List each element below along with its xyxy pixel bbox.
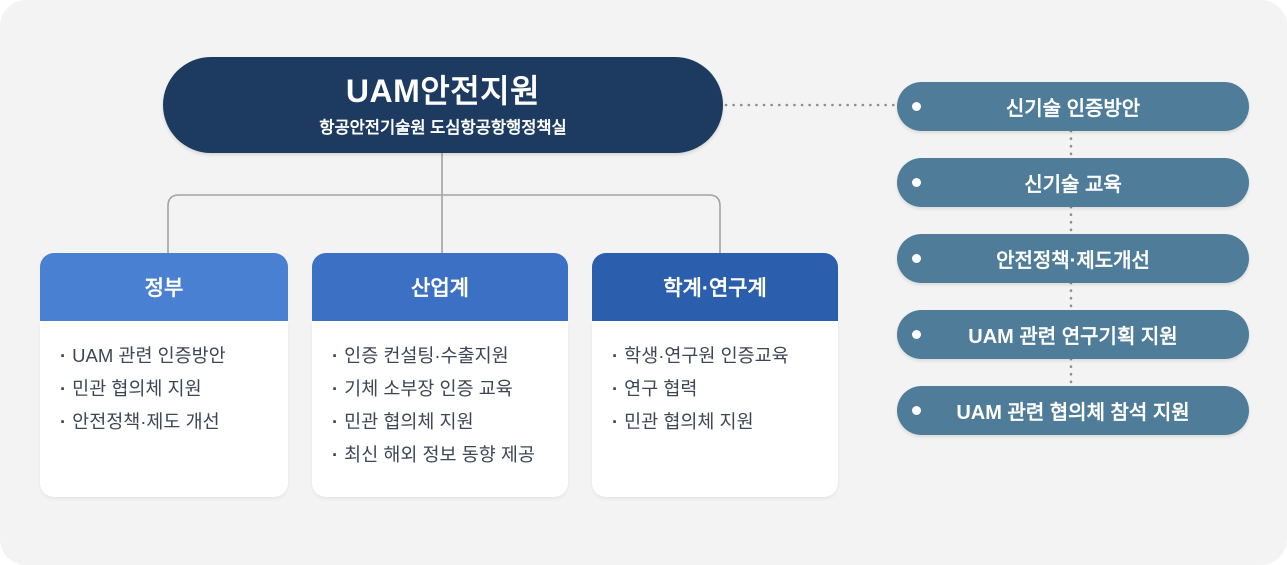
list-item: ·안전정책·제도 개선 [60, 405, 288, 438]
bullet-icon: · [612, 378, 619, 399]
group-list-government: ·UAM 관련 인증방안 ·민관 협의체 지원 ·안전정책·제도 개선 [60, 339, 288, 438]
group-card-industry: 산업계 ·인증 컨설팅·수출지원 ·기체 소부장 인증 교육 ·민관 협의체 지… [312, 253, 568, 497]
group-header-government: 정부 [40, 253, 288, 321]
list-item-text: 민관 협의체 지원 [624, 411, 754, 432]
group-body-industry: ·인증 컨설팅·수출지원 ·기체 소부장 인증 교육 ·민관 협의체 지원 ·최… [312, 321, 568, 497]
support-pill-new-tech-education: 신기술 교육 [897, 158, 1249, 207]
list-item-text: UAM 관련 인증방안 [72, 345, 226, 366]
support-pill-research-planning: UAM 관련 연구기획 지원 [897, 310, 1249, 359]
support-pill-label: 신기술 인증방안 [1005, 98, 1141, 120]
group-header-academia: 학계·연구계 [592, 253, 838, 321]
list-item: ·인증 컨설팅·수출지원 [332, 339, 568, 372]
list-item: ·연구 협력 [612, 372, 838, 405]
root-node-title: UAM안전지원 [345, 72, 541, 109]
support-pill-label: UAM 관련 협의체 참석 지원 [956, 402, 1190, 424]
list-item-text: 연구 협력 [624, 378, 698, 399]
list-item-text: 학생·연구원 인증교육 [624, 345, 789, 366]
list-item-text: 기체 소부장 인증 교육 [344, 378, 513, 399]
support-pill-council-participation: UAM 관련 협의체 참석 지원 [897, 386, 1249, 435]
group-card-government: 정부 ·UAM 관련 인증방안 ·민관 협의체 지원 ·안전정책·제도 개선 [40, 253, 288, 497]
group-header-industry: 산업계 [312, 253, 568, 321]
list-item-text: 민관 협의체 지원 [72, 378, 202, 399]
group-card-academia: 학계·연구계 ·학생·연구원 인증교육 ·연구 협력 ·민관 협의체 지원 [592, 253, 838, 497]
bullet-icon: · [60, 345, 67, 366]
root-node-subtitle: 항공안전기술원 도심항공항행정책실 [319, 118, 567, 137]
list-item: ·민관 협의체 지원 [612, 405, 838, 438]
bullet-dot-icon [912, 254, 921, 263]
list-item: ·기체 소부장 인증 교육 [332, 372, 568, 405]
list-item: ·UAM 관련 인증방안 [60, 339, 288, 372]
tree-line-branches [167, 194, 721, 253]
bullet-icon: · [612, 345, 619, 366]
bullet-icon: · [60, 411, 67, 432]
bullet-dot-icon [912, 406, 921, 415]
bullet-icon: · [60, 378, 67, 399]
group-list-academia: ·학생·연구원 인증교육 ·연구 협력 ·민관 협의체 지원 [612, 339, 838, 438]
group-list-industry: ·인증 컨설팅·수출지원 ·기체 소부장 인증 교육 ·민관 협의체 지원 ·최… [332, 339, 568, 471]
list-item: ·민관 협의체 지원 [60, 372, 288, 405]
bullet-dot-icon [912, 330, 921, 339]
list-item-text: 안전정책·제도 개선 [72, 411, 220, 432]
bullet-dot-icon [912, 178, 921, 187]
bullet-icon: · [332, 444, 339, 465]
root-node: UAM안전지원 항공안전기술원 도심항공항행정책실 [163, 57, 723, 153]
support-pill-label: UAM 관련 연구기획 지원 [968, 326, 1178, 348]
list-item: ·최신 해외 정보 동향 제공 [332, 438, 568, 471]
list-item-text: 인증 컨설팅·수출지원 [344, 345, 509, 366]
list-item-text: 민관 협의체 지원 [344, 411, 474, 432]
list-item: ·학생·연구원 인증교육 [612, 339, 838, 372]
support-pill-safety-policy: 안전정책·제도개선 [897, 234, 1249, 283]
bullet-dot-icon [912, 102, 921, 111]
support-pill-label: 안전정책·제도개선 [996, 250, 1150, 272]
bullet-icon: · [332, 378, 339, 399]
group-body-government: ·UAM 관련 인증방안 ·민관 협의체 지원 ·안전정책·제도 개선 [40, 321, 288, 497]
support-pill-new-tech-certification: 신기술 인증방안 [897, 82, 1249, 131]
bullet-icon: · [612, 411, 619, 432]
bullet-icon: · [332, 411, 339, 432]
group-body-academia: ·학생·연구원 인증교육 ·연구 협력 ·민관 협의체 지원 [592, 321, 838, 497]
support-pill-label: 신기술 교육 [1024, 174, 1122, 196]
list-item: ·민관 협의체 지원 [332, 405, 568, 438]
list-item-text: 최신 해외 정보 동향 제공 [344, 444, 535, 465]
bullet-icon: · [332, 345, 339, 366]
